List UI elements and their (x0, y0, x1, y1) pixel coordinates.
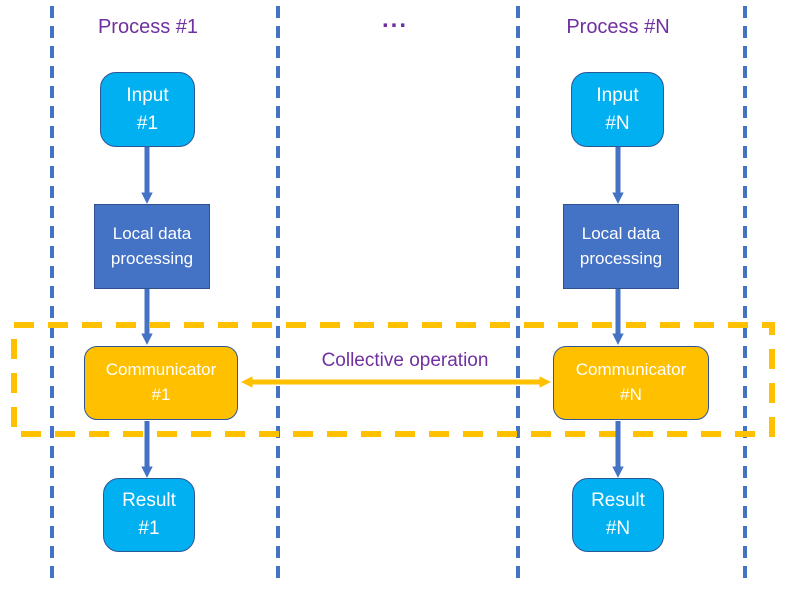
collective-region-outline (11, 322, 775, 437)
local-processing-n-box: Local data processing (563, 204, 679, 289)
ellipsis-label: ... (381, 6, 408, 33)
input-n-box: Input #N (571, 72, 664, 147)
local-processing-1-box: Local data processing (94, 204, 210, 289)
process-n-label: Process #N (566, 16, 670, 38)
result-n-box: Result #N (572, 478, 664, 552)
result-1-box: Result #1 (103, 478, 195, 552)
process-1-label: Process #1 (97, 16, 199, 38)
collective-operation-label: Collective operation (321, 350, 489, 371)
input-1-box: Input #1 (100, 72, 195, 147)
communicator-n-box: Communicator #N (553, 346, 709, 420)
communicator-1-box: Communicator #1 (84, 346, 238, 420)
